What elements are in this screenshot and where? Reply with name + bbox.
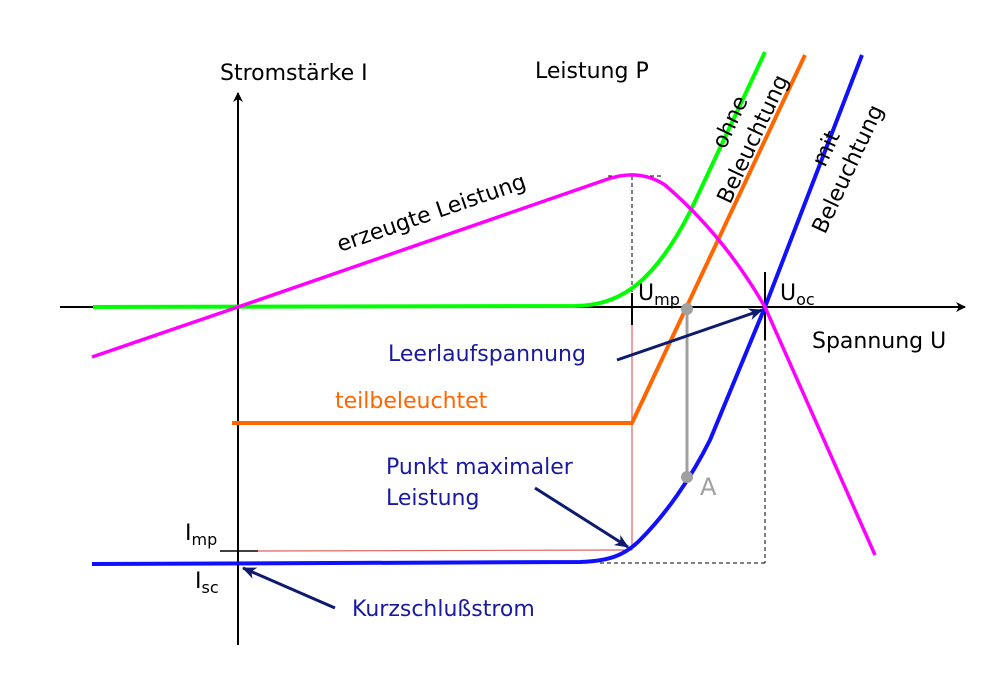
point-a-dot [681, 471, 693, 483]
partially-lit-label: teilbeleuchtet [335, 389, 488, 414]
open-circuit-voltage-label: Leerlaufspannung [388, 342, 586, 367]
imp-label: Imp [185, 521, 217, 549]
mpp-label-2: Leistung [386, 486, 479, 511]
mpp-arrow [534, 486, 629, 549]
isc-arrow [242, 566, 336, 610]
power-axis-label: Leistung P [535, 59, 649, 84]
curve-with-light [91, 54, 864, 566]
short-circuit-current-label: Kurzschlußstrom [352, 597, 535, 622]
point-a-top-dot [681, 303, 693, 315]
mpp-label-1: Punkt maximaler [386, 455, 574, 480]
uoc-label: Uoc [780, 281, 815, 309]
curve-without-light [92, 51, 767, 309]
generated-power-label: erzeugte Leistung [334, 170, 530, 258]
curve-generated-power [91, 173, 877, 556]
point-a-label: A [700, 473, 717, 501]
imp-red-line [257, 549, 633, 552]
voltage-axis-label: Spannung U [812, 329, 946, 354]
isc-label: Isc [195, 569, 219, 597]
current-axis-label: Stromstärke I [220, 61, 368, 86]
curve-partially-lit [232, 54, 807, 425]
leerlauf-arrow [616, 308, 763, 362]
ump-label: Ump [638, 281, 680, 309]
